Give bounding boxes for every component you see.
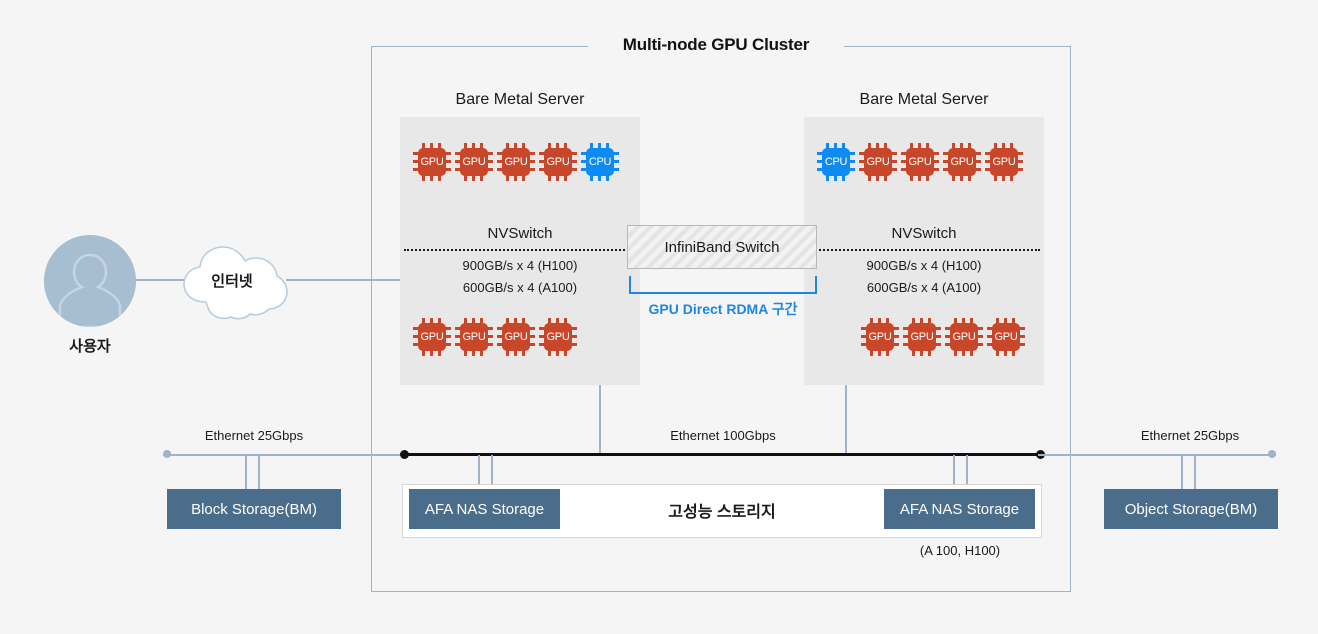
- gpu-model-note: (A 100, H100): [919, 543, 1001, 558]
- internet-label: 인터넷: [211, 273, 253, 290]
- chip-label: GPU: [418, 148, 446, 176]
- chip-cpu: CPU: [817, 143, 855, 181]
- chip-gpu: GPU: [987, 318, 1025, 356]
- chip-label: GPU: [418, 323, 446, 351]
- afa-nas-storage-right-label: AFA NAS Storage: [899, 500, 1020, 518]
- chip-row-top-left: GPU GPU GPU GPU: [413, 143, 619, 181]
- chip-label: GPU: [906, 148, 934, 176]
- afa-nas-storage-left-box[interactable]: AFA NAS Storage: [409, 489, 560, 529]
- chip-gpu: GPU: [413, 143, 451, 181]
- network-label-center: Ethernet 100Gbps: [670, 428, 776, 443]
- chip-cpu: CPU: [581, 143, 619, 181]
- chip-gpu: GPU: [413, 318, 451, 356]
- chip-gpu: GPU: [497, 143, 535, 181]
- riser-nas-left-a: [478, 455, 480, 490]
- object-storage-label: Object Storage(BM): [1124, 500, 1258, 518]
- block-storage-box[interactable]: Block Storage(BM): [167, 489, 341, 529]
- chip-label: GPU: [460, 323, 488, 351]
- chip-label: GPU: [866, 323, 894, 351]
- chip-gpu: GPU: [945, 318, 983, 356]
- link-internet-to-cluster: [286, 279, 442, 281]
- riser-object-storage-a: [1181, 455, 1183, 490]
- chip-gpu: GPU: [455, 143, 493, 181]
- chip-label: GPU: [502, 148, 530, 176]
- ethernet-line-left: [163, 454, 408, 456]
- riser-nas-right-a: [953, 455, 955, 490]
- network-label-left: Ethernet 25Gbps: [204, 428, 304, 443]
- chip-label: GPU: [950, 323, 978, 351]
- chip-gpu: GPU: [455, 318, 493, 356]
- nvswitch-label-left: NVSwitch: [487, 225, 553, 242]
- nvswitch-spec-a100-left: 600GB/s x 4 (A100): [462, 280, 578, 295]
- riser-nas-right-b: [966, 455, 968, 490]
- user-silhouette-icon: [44, 235, 136, 327]
- chip-label: GPU: [544, 323, 572, 351]
- rdma-bracket: [629, 276, 817, 294]
- drop-left-server-to-bus: [599, 385, 601, 455]
- block-storage-label: Block Storage(BM): [191, 500, 317, 518]
- chip-gpu: GPU: [903, 318, 941, 356]
- drop-right-server-to-bus: [845, 385, 847, 455]
- nvswitch-spec-a100-right: 600GB/s x 4 (A100): [866, 280, 982, 295]
- chip-label: GPU: [864, 148, 892, 176]
- chip-gpu: GPU: [539, 143, 577, 181]
- chip-gpu: GPU: [497, 318, 535, 356]
- nvswitch-bus-left: [404, 249, 632, 251]
- nvswitch-spec-h100-right: 900GB/s x 4 (H100): [866, 258, 982, 273]
- ethernet-line-right: [1038, 454, 1276, 456]
- afa-nas-storage-right-box[interactable]: AFA NAS Storage: [884, 489, 1035, 529]
- chip-gpu: GPU: [901, 143, 939, 181]
- riser-object-storage-b: [1194, 455, 1196, 490]
- chip-label: GPU: [990, 148, 1018, 176]
- chip-row-bottom-left: GPU GPU GPU GPU: [413, 318, 577, 356]
- nvswitch-label-right: NVSwitch: [891, 225, 957, 242]
- server-label-right: Bare Metal Server: [859, 91, 989, 108]
- infiniband-switch-label: InfiniBand Switch: [664, 238, 780, 256]
- chip-row-bottom-right: GPU GPU GPU GPU: [861, 318, 1025, 356]
- infiniband-switch: InfiniBand Switch: [627, 225, 817, 269]
- network-label-right: Ethernet 25Gbps: [1140, 428, 1240, 443]
- chip-label: GPU: [502, 323, 530, 351]
- ethernet-endpoint-left: [163, 450, 171, 458]
- page-title: Multi-node GPU Cluster: [588, 35, 844, 55]
- chip-gpu: GPU: [861, 318, 899, 356]
- server-label-left: Bare Metal Server: [455, 91, 585, 108]
- chip-label: GPU: [460, 148, 488, 176]
- avatar: [44, 235, 136, 327]
- cloud-icon: [176, 240, 288, 320]
- chip-label: CPU: [586, 148, 614, 176]
- chip-gpu: GPU: [539, 318, 577, 356]
- link-user-to-internet: [136, 279, 184, 281]
- chip-row-top-right: CPU GPU GPU GPU: [817, 143, 1023, 181]
- chip-label: GPU: [948, 148, 976, 176]
- user-label: 사용자: [69, 338, 111, 355]
- chip-label: GPU: [992, 323, 1020, 351]
- riser-block-storage-a: [245, 455, 247, 490]
- afa-nas-storage-left-label: AFA NAS Storage: [424, 500, 545, 518]
- chip-gpu: GPU: [859, 143, 897, 181]
- ethernet-bus-center: [404, 453, 1042, 456]
- nvswitch-bus-right: [812, 249, 1040, 251]
- nvswitch-spec-h100-left: 900GB/s x 4 (H100): [462, 258, 578, 273]
- object-storage-box[interactable]: Object Storage(BM): [1104, 489, 1278, 529]
- chip-gpu: GPU: [985, 143, 1023, 181]
- chip-gpu: GPU: [943, 143, 981, 181]
- high-performance-storage-label: 고성능 스토리지: [668, 504, 776, 521]
- bus-node-left: [400, 450, 409, 459]
- riser-block-storage-b: [258, 455, 260, 490]
- chip-label: GPU: [908, 323, 936, 351]
- chip-label: GPU: [544, 148, 572, 176]
- chip-label: CPU: [822, 148, 850, 176]
- ethernet-endpoint-right: [1268, 450, 1276, 458]
- riser-nas-left-b: [491, 455, 493, 490]
- rdma-label: GPU Direct RDMA 구간: [648, 301, 798, 317]
